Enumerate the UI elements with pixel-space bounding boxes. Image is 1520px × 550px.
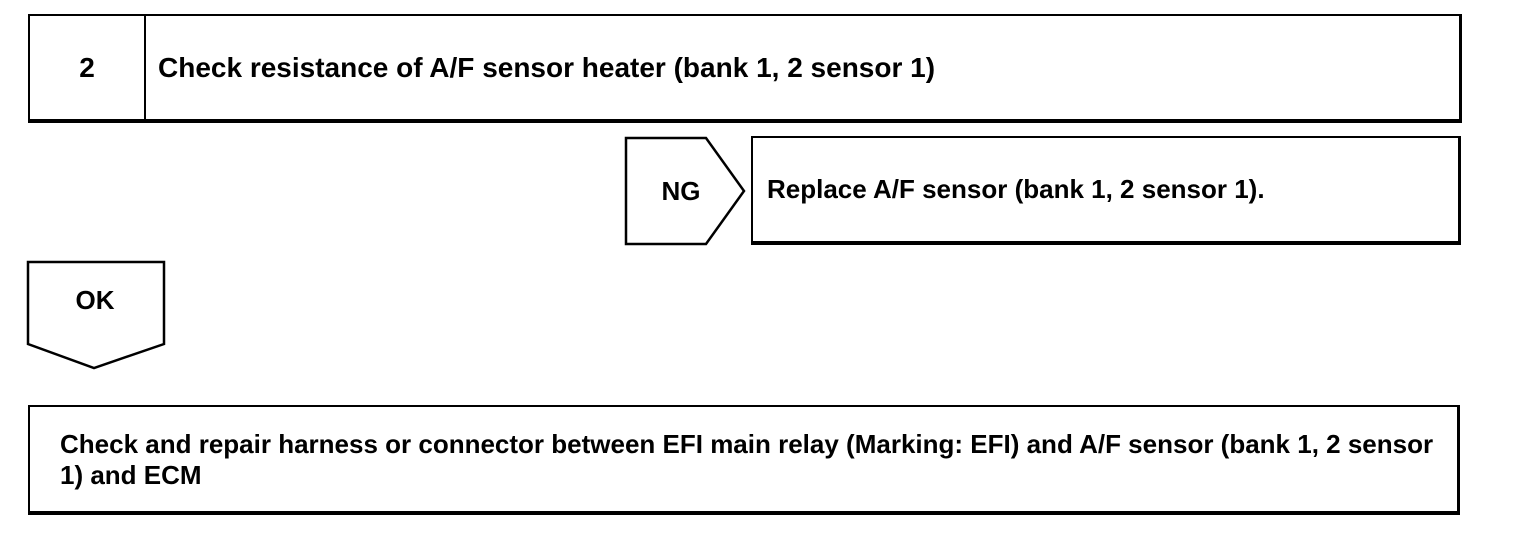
ng-result-text: Replace A/F sensor (bank 1, 2 sensor 1). [767, 174, 1265, 204]
next-action-text: Check and repair harness or connector be… [60, 429, 1434, 490]
step-box: 2 Check resistance of A/F sensor heater … [28, 14, 1462, 123]
step-title: Check resistance of A/F sensor heater (b… [158, 51, 936, 83]
next-action-box: Check and repair harness or connector be… [28, 405, 1460, 515]
step-number: 2 [30, 16, 146, 119]
ok-arrow-shape [26, 260, 166, 370]
ng-label: NG [661, 175, 701, 206]
ok-label: OK [75, 284, 115, 315]
ng-arrow-shape [624, 136, 746, 246]
ng-result-box: Replace A/F sensor (bank 1, 2 sensor 1). [751, 136, 1461, 245]
